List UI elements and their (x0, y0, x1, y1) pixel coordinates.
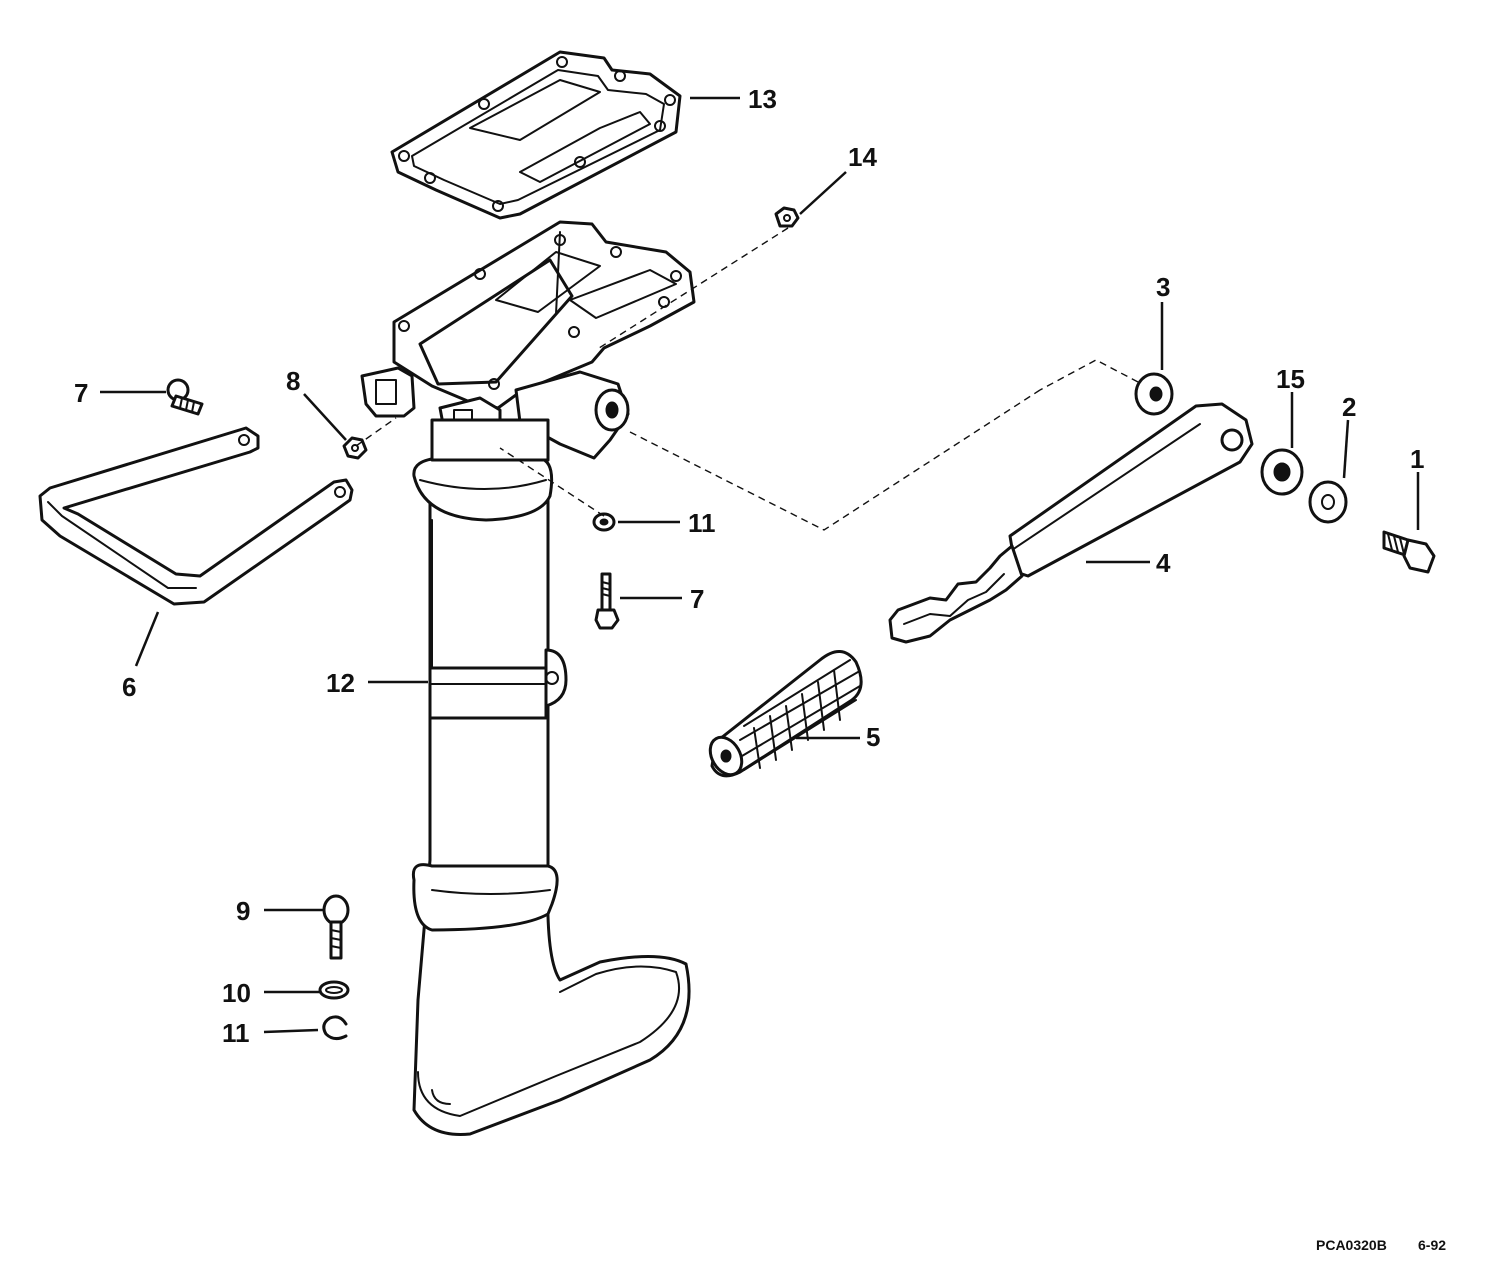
callout-5: 5 (866, 722, 880, 752)
figure-date: 6-92 (1418, 1237, 1446, 1253)
handle-bar-part-6 (38, 426, 354, 606)
callout-6: 6 (122, 672, 136, 702)
callout-8: 8 (286, 366, 300, 396)
callout-11-lower: 11 (222, 1018, 250, 1048)
screw-part-9 (322, 894, 350, 960)
washer-part-15 (1260, 448, 1304, 496)
leader-lines (100, 96, 1420, 1034)
washer-part-11-upper (592, 512, 616, 532)
callout-3: 3 (1156, 272, 1170, 302)
drive-shaft-housing-part-12 (411, 456, 691, 1136)
callout-7-upper: 7 (74, 378, 88, 408)
grip-part-5 (708, 650, 863, 778)
callout-11-upper: 11 (688, 508, 716, 538)
washer-part-3 (1134, 372, 1174, 416)
nut-part-8 (342, 436, 368, 460)
callout-9: 9 (236, 896, 250, 926)
ring-part-10 (318, 980, 350, 1000)
washer-part-2 (1308, 480, 1348, 524)
nut-part-14 (774, 206, 800, 228)
tiller-arm-part-4 (888, 402, 1254, 644)
gasket-part-13 (390, 50, 682, 220)
assembly-lines (355, 227, 1139, 531)
bolt-part-7-upper (166, 378, 204, 416)
bolt-part-7-lower (594, 572, 620, 630)
footer: PCA0320B 6-92 (1316, 1237, 1446, 1253)
callout-1: 1 (1410, 444, 1424, 474)
callout-2: 2 (1342, 392, 1356, 422)
bolt-part-1 (1382, 530, 1436, 574)
callout-7-lower: 7 (690, 584, 704, 614)
callout-13: 13 (748, 84, 777, 114)
callout-12: 12 (326, 668, 355, 698)
callout-4: 4 (1156, 548, 1171, 578)
figure-code: PCA0320B (1316, 1237, 1387, 1253)
callout-10: 10 (222, 978, 251, 1008)
clip-part-11-lower (322, 1015, 348, 1041)
adapter-plate (360, 220, 696, 462)
callout-14: 14 (848, 142, 877, 172)
callout-15: 15 (1276, 364, 1305, 394)
callout-labels: 1 2 3 4 5 6 7 7 8 9 10 11 11 12 13 14 15 (74, 84, 1424, 1048)
